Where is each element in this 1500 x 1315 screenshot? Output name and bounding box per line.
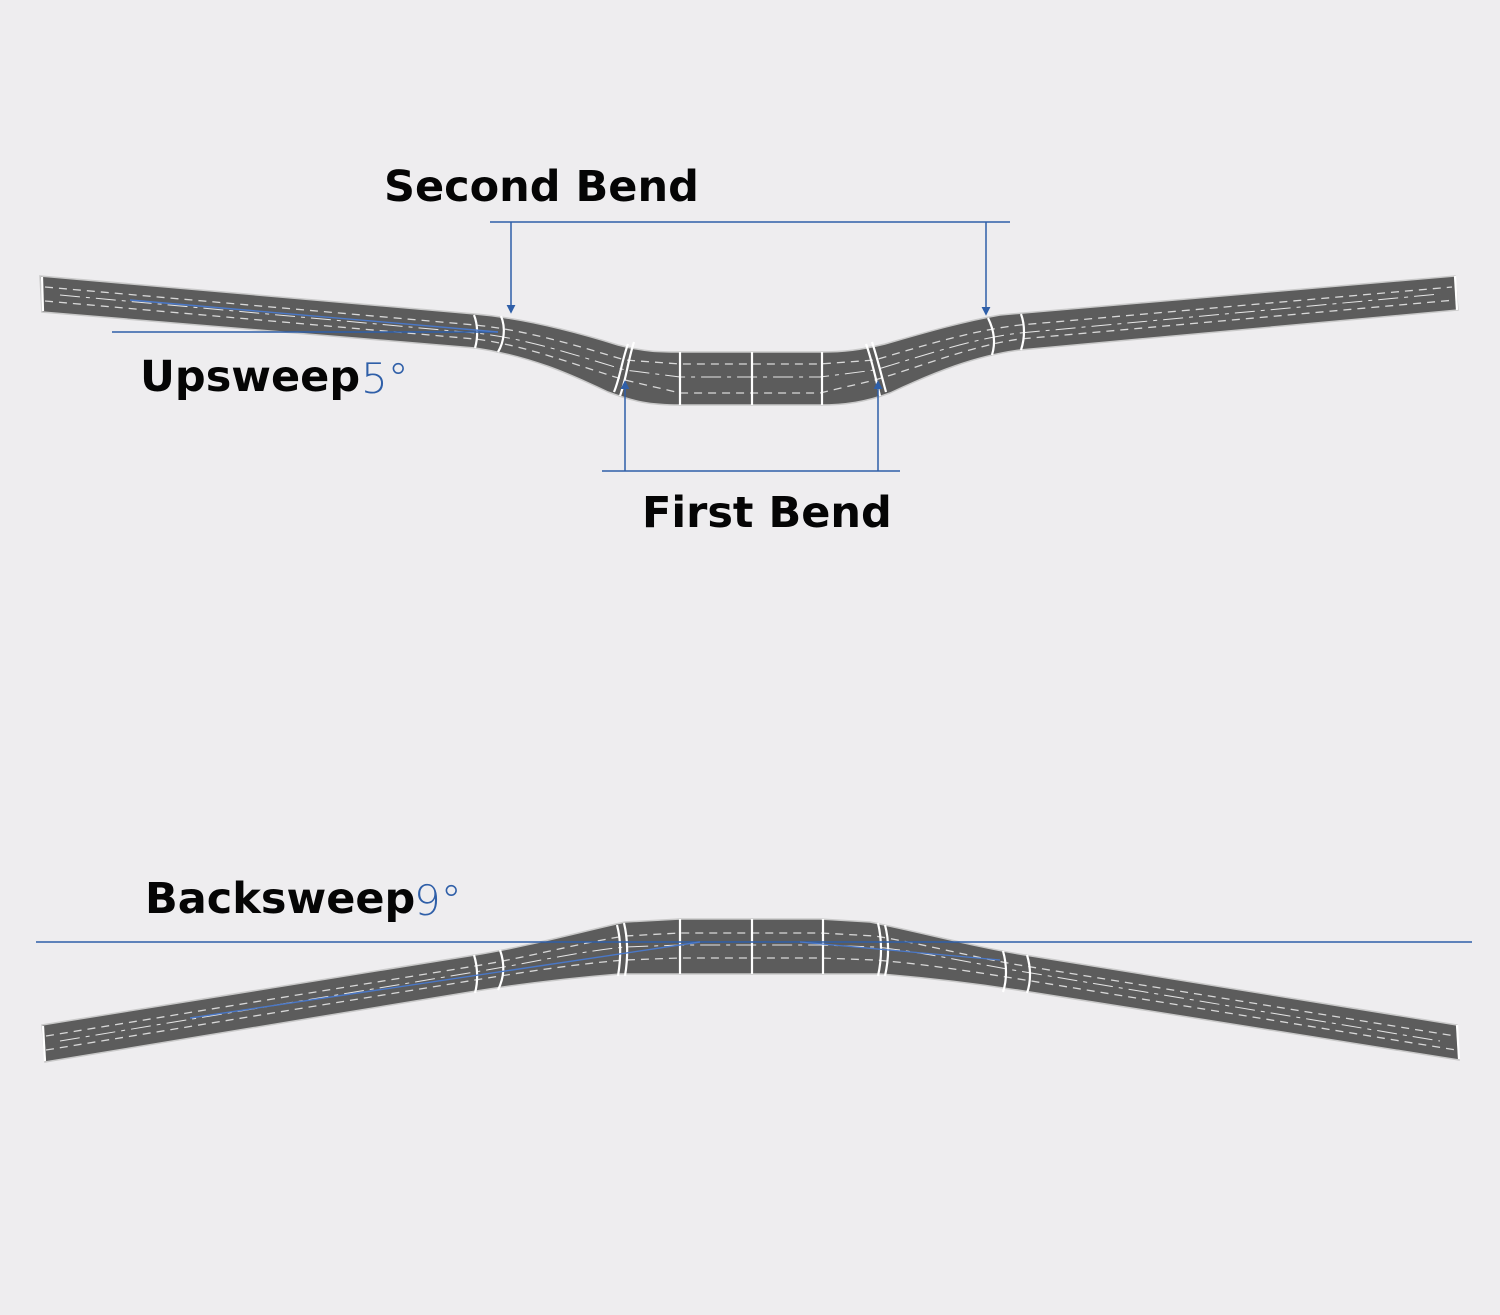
backsweep-reference [36,941,1472,1019]
front-view-handlebar [39,275,1459,406]
backsweep-value: 9° [414,876,462,925]
front-bar-seams [40,275,1459,405]
top-bar-body [41,918,1460,1063]
top-view-handlebar [41,918,1461,1063]
backsweep-label: Backsweep [145,874,416,924]
second-bend-label: Second Bend [384,162,699,212]
first-bend-label: First Bend [642,488,892,538]
front-bar-centerline [59,293,1441,378]
front-bar-dash-upper [44,286,1453,365]
top-bar-dash-lower [45,957,1457,1051]
front-bar-dash-lower [44,299,1456,394]
first-bend-bracket [602,380,900,472]
top-bar-dash-upper [45,932,1456,1037]
upsweep-label: Upsweep [140,352,361,402]
top-bar-centerline [59,944,1441,1042]
upsweep-value: 5° [361,354,409,403]
second-bend-bracket [490,221,1010,316]
upsweep-reference [112,299,499,333]
